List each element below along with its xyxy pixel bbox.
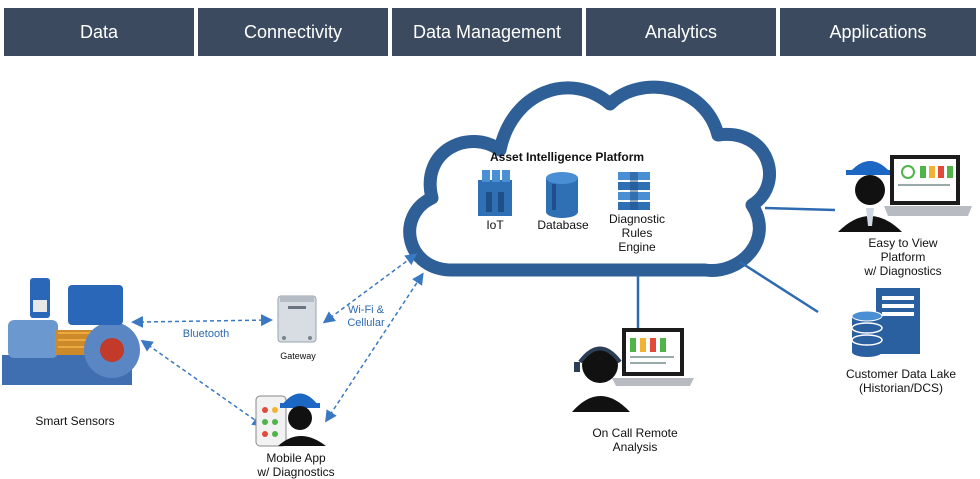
gateway-label: Gateway [280, 351, 316, 361]
data-lake-label: Customer Data Lake (Historian/DCS) [845, 367, 957, 395]
wifi-cellular-label: Wi-Fi & Cellular [347, 304, 385, 329]
mobile-cloud-link [325, 272, 424, 423]
laptop-icon [884, 155, 972, 216]
iot-cubes-icon [478, 170, 512, 216]
header-bar: Data Connectivity Data Management Analyt… [0, 0, 980, 56]
mobile-worker-icon [255, 393, 326, 447]
header-tab-data: Data [4, 8, 194, 56]
header-tab-applications: Applications [780, 8, 976, 56]
headset-operator-icon [572, 346, 630, 412]
iot-label: IoT [486, 218, 504, 232]
engineer-hardhat-icon [838, 161, 902, 232]
rules-engine-label: Diagnostic Rules Engine [608, 212, 666, 254]
header-tab-data-management: Data Management [392, 8, 582, 56]
mobile-app-label: Mobile App w/ Diagnostics [257, 451, 335, 479]
gateway-device-icon [277, 295, 317, 343]
mobile-link [140, 339, 265, 427]
bluetooth-label: Bluetooth [182, 328, 230, 340]
cloud-icon [403, 80, 776, 277]
header-tab-analytics: Analytics [586, 8, 776, 56]
server-tower-icon [876, 288, 920, 354]
on-call-label: On Call Remote Analysis [592, 426, 678, 454]
laptop-icon [612, 328, 694, 386]
database-label: Database [537, 218, 589, 232]
cloud-to-platform-link [764, 206, 836, 212]
cloud-to-datalake-link [739, 260, 819, 314]
cloud-title: Asset Intelligence Platform [490, 150, 645, 164]
easy-view-label: Easy to View Platform w/ Diagnostics [864, 236, 942, 278]
pump-sensor-icon [2, 278, 140, 385]
rules-engine-icon [618, 172, 650, 210]
header-tab-connectivity: Connectivity [198, 8, 388, 56]
bluetooth-link [131, 314, 273, 328]
smart-sensors-label: Smart Sensors [35, 414, 115, 428]
database-stack-icon [851, 310, 883, 357]
database-cylinder-icon [546, 172, 578, 218]
